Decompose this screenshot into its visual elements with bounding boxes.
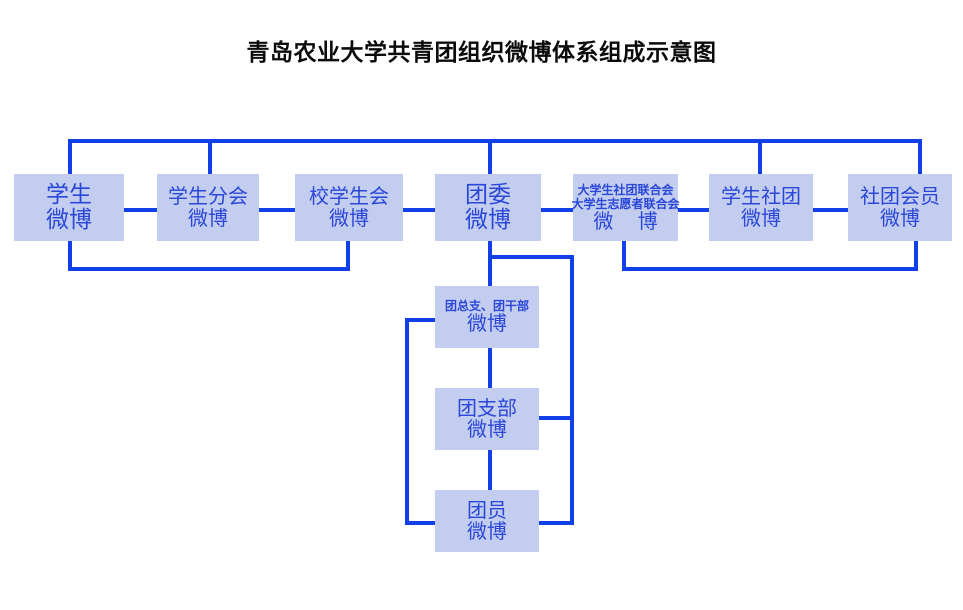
connector-side-bus-vertical — [570, 255, 574, 525]
node-branch-cadre-weibo-line2: 微博 — [467, 311, 507, 336]
node-student-branch-weibo-line2: 微博 — [188, 205, 228, 230]
node-student-club-weibo-line1: 学生社团 — [721, 184, 801, 209]
connector-branch-to-school-union — [258, 208, 295, 212]
node-school-union-weibo-line1: 校学生会 — [309, 184, 389, 209]
node-federations-weibo[interactable]: 大学生社团联合会 大学生志愿者联合会 微 博 — [571, 174, 680, 241]
connector-league-committee-down — [488, 241, 492, 286]
connector-top-drop-league-committee — [488, 139, 492, 174]
node-league-branch-weibo-line2: 微博 — [467, 417, 507, 441]
connector-side-bus-top — [488, 255, 574, 259]
connector-top-drop-student-branch — [208, 139, 212, 174]
connector-student-to-branch — [123, 208, 158, 212]
node-league-member-weibo-line2: 微博 — [467, 519, 507, 543]
node-league-branch-weibo-line1: 团支部 — [457, 395, 517, 420]
connector-bottom-riser-federations — [622, 241, 626, 271]
connector-top-bus — [68, 139, 918, 143]
connector-left-bus-bottom — [405, 521, 438, 525]
node-league-committee-weibo-line1: 团委 — [465, 182, 511, 209]
connector-bottom-riser-school-union — [346, 241, 350, 271]
node-school-union-weibo[interactable]: 校学生会 微博 — [295, 174, 403, 241]
connector-side-bus-to-league-branch — [539, 416, 574, 420]
connector-bottom-riser-club-member — [914, 241, 918, 271]
connector-league-branch-to-league-member — [488, 450, 492, 490]
connector-student-club-to-club-member — [813, 208, 848, 212]
node-branch-cadre-weibo-line1: 团总支、团干部 — [444, 299, 529, 314]
node-federations-weibo-line1: 大学生社团联合会 — [577, 182, 674, 197]
connector-branch-cadre-to-league-branch — [488, 348, 492, 388]
node-student-club-weibo-line2: 微博 — [741, 205, 781, 230]
connector-side-bus-to-league-member — [539, 521, 574, 525]
node-league-member-weibo-line1: 团员 — [467, 497, 507, 522]
connector-federations-to-student-club — [678, 208, 709, 212]
node-branch-cadre-weibo[interactable]: 团总支、团干部 微博 — [435, 286, 539, 348]
connector-top-drop-student — [68, 139, 72, 174]
node-student-weibo[interactable]: 学生 微博 — [14, 174, 124, 241]
node-league-committee-weibo-line2: 微博 — [465, 206, 511, 233]
node-club-member-weibo[interactable]: 社团会员 微博 — [848, 174, 952, 241]
connector-left-bus-top — [405, 318, 438, 322]
node-student-club-weibo[interactable]: 学生社团 微博 — [709, 174, 813, 241]
connector-top-drop-club-member — [918, 139, 922, 174]
node-federations-weibo-line2: 大学生志愿者联合会 — [571, 196, 680, 211]
node-league-committee-weibo[interactable]: 团委 微博 — [435, 174, 541, 241]
node-league-branch-weibo[interactable]: 团支部 微博 — [435, 388, 539, 450]
connector-top-drop-student-club — [758, 139, 762, 174]
connector-left-bus-vertical — [405, 318, 409, 525]
connector-school-union-to-league-committee — [403, 208, 435, 212]
node-student-branch-weibo[interactable]: 学生分会 微博 — [157, 174, 259, 241]
node-student-weibo-line1: 学生 — [46, 182, 92, 209]
connector-bottom-riser-student — [68, 241, 72, 271]
node-club-member-weibo-line2: 微博 — [880, 205, 920, 230]
node-league-member-weibo[interactable]: 团员 微博 — [435, 490, 539, 552]
node-federations-weibo-line3: 微 博 — [593, 209, 667, 234]
node-student-weibo-line2: 微博 — [46, 206, 92, 233]
connector-bottom-bus-right — [622, 267, 918, 271]
page-title: 青岛农业大学共青团组织微博体系组成示意图 — [246, 40, 717, 66]
connector-bottom-bus-left — [68, 267, 350, 271]
connector-league-committee-to-federations — [541, 208, 573, 212]
node-student-branch-weibo-line1: 学生分会 — [168, 184, 248, 209]
node-school-union-weibo-line2: 微博 — [329, 205, 369, 230]
node-club-member-weibo-line1: 社团会员 — [860, 184, 940, 209]
